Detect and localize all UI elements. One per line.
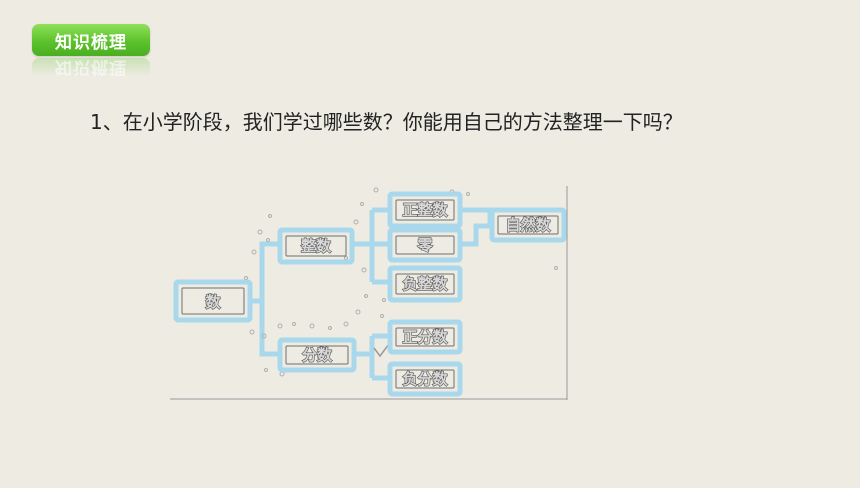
- node-fraction: 分数: [277, 337, 357, 373]
- speckle-noise: [244, 187, 558, 377]
- node-positive-integer-label: 正整数: [402, 201, 448, 219]
- section-tag-reflection-label: 知识梳理: [55, 58, 127, 76]
- node-natural-number-label: 自然数: [505, 216, 551, 234]
- node-negative-integer-label: 负整数: [402, 275, 448, 293]
- question-text: 1、在小学阶段，我们学过哪些数？你能用自己的方法整理一下吗？: [90, 110, 683, 134]
- node-negative-fraction: 负分数: [387, 361, 463, 397]
- node-positive-integer: 正整数: [387, 191, 463, 229]
- number-classification-diagram: 数 整数 分数 正整数 零 负整数: [170, 186, 570, 402]
- node-root-label: 数: [205, 293, 221, 311]
- node-integer: 整数: [277, 227, 355, 265]
- connector-zero-to-natural: [460, 223, 492, 247]
- node-zero: 零: [387, 227, 463, 263]
- node-positive-fraction-label: 正分数: [402, 328, 448, 346]
- section-tag-reflection: 知识梳理: [32, 58, 150, 76]
- node-natural-number: 自然数: [489, 207, 567, 243]
- node-root: 数: [173, 279, 253, 323]
- connector-root-integer: [250, 241, 280, 304]
- node-integer-label: 整数: [301, 237, 332, 255]
- node-negative-fraction-label: 负分数: [402, 370, 448, 388]
- connector-positive-to-natural: [460, 207, 493, 224]
- section-tag-label: 知识梳理: [55, 32, 127, 53]
- node-positive-fraction: 正分数: [387, 319, 463, 355]
- diagram-svg: 数 整数 分数 正整数 零 负整数: [170, 186, 568, 400]
- node-zero-label: 零: [416, 236, 433, 254]
- connector-lines: [250, 207, 493, 381]
- node-negative-integer: 负整数: [387, 265, 463, 303]
- section-tag: 知识梳理: [32, 24, 150, 56]
- node-fraction-label: 分数: [302, 346, 333, 364]
- connector-root-fraction: [259, 301, 280, 357]
